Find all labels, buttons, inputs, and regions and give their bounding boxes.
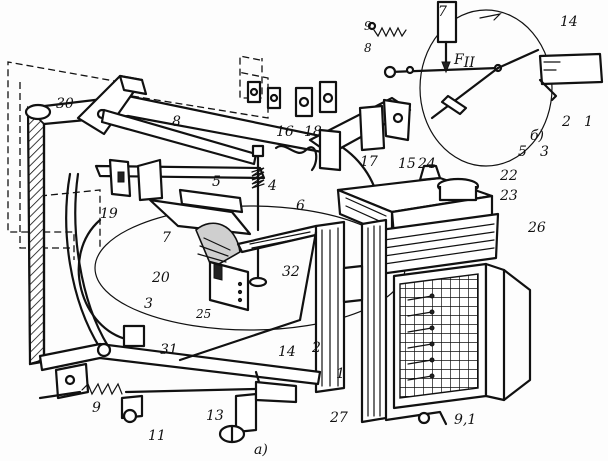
coil (384, 262, 532, 426)
inset-label-7: 7 (438, 4, 447, 20)
label-1: 1 (336, 366, 345, 382)
label-24: 24 (417, 156, 436, 172)
label-9-1: 9,1 (454, 412, 476, 428)
label-17: 17 (360, 154, 378, 170)
label-13: 13 (206, 408, 224, 424)
vertical-yoke (314, 218, 388, 424)
label-16: 16 (276, 124, 294, 140)
inset-label-3: 3 (540, 144, 549, 160)
inset-panel-b-label: б) (530, 128, 544, 144)
adjust-linkage (38, 362, 298, 444)
label-6: 6 (296, 198, 305, 214)
label-26: 26 (527, 220, 546, 236)
label-30: 30 (56, 96, 74, 112)
label-23: 23 (499, 188, 518, 204)
sector-scale (195, 222, 268, 312)
guide-rod (65, 158, 266, 350)
inset-label-9: 9 (364, 19, 372, 33)
label-18: 18 (304, 124, 322, 140)
label-27: 27 (329, 410, 348, 426)
inset-force-label: FII (453, 52, 475, 71)
inset-label-2: 2 (561, 114, 571, 130)
label-3: 3 (144, 296, 153, 312)
inset-label-1: 1 (584, 114, 593, 130)
label-7: 7 (162, 230, 171, 246)
upper-bracket (308, 96, 412, 172)
label-11: 11 (148, 428, 166, 444)
label-9: 9 (92, 400, 101, 416)
inset-label-8: 8 (364, 41, 372, 55)
label-22: 22 (499, 168, 518, 184)
label-31: 31 (160, 342, 178, 358)
label-20: 20 (151, 270, 170, 286)
inset-label-14: 14 (560, 14, 578, 30)
label-4: 4 (267, 178, 277, 194)
terminals (246, 80, 338, 118)
label-25: 25 (195, 307, 211, 321)
label-15: 15 (398, 156, 416, 172)
inset-label-5: 5 (518, 144, 527, 160)
label-32: 32 (282, 264, 300, 280)
panel-a-label: a) (254, 442, 268, 458)
armature (148, 144, 265, 236)
top-lever-assembly (76, 74, 258, 166)
lower-lever (38, 230, 322, 394)
magnet-core (336, 164, 500, 276)
label-14: 14 (278, 344, 296, 360)
label-5: 5 (212, 174, 221, 190)
label-2: 2 (311, 340, 321, 356)
reference-labels: 30 8 16 18 17 5 4 6 19 7 20 32 3 25 31 1… (56, 4, 593, 458)
label-19: 19 (100, 206, 118, 222)
label-8: 8 (172, 114, 181, 130)
inset-diagram (367, 0, 604, 167)
